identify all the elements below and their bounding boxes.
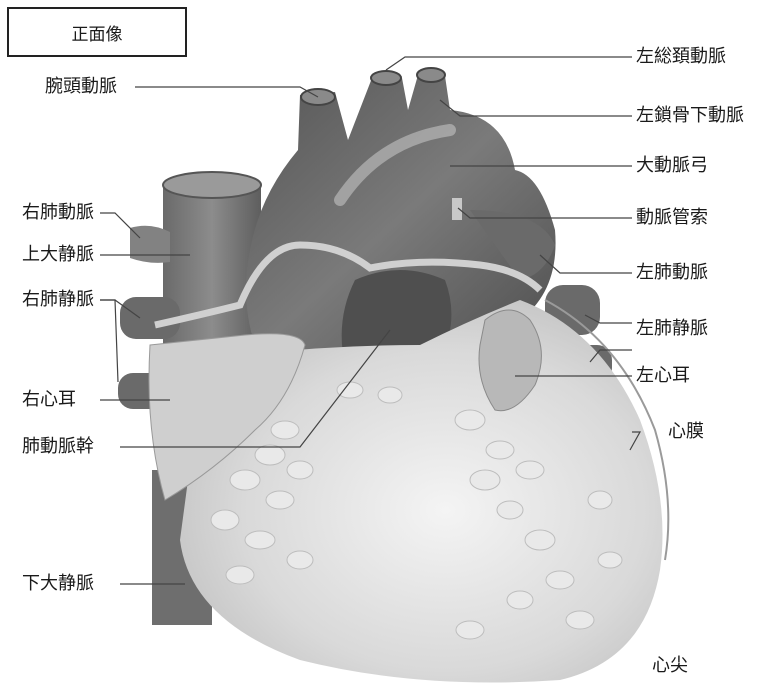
left-common-carotid-opening xyxy=(371,71,401,85)
left-subclavian-opening xyxy=(417,68,445,82)
label-left-auricle: 左心耳 xyxy=(636,365,690,387)
right-pulmonary-artery-shape xyxy=(130,226,170,263)
label-left-pulmonary-veins: 左肺静脈 xyxy=(636,318,708,340)
label-left-pulmonary-artery: 左肺動脈 xyxy=(636,262,708,284)
label-apex: 心尖 xyxy=(652,655,688,677)
label-inferior-vena-cava: 下大静脈 xyxy=(22,573,94,595)
label-superior-vena-cava: 上大静脈 xyxy=(22,244,94,266)
label-aortic-arch: 大動脈弓 xyxy=(636,155,708,177)
label-left-subclavian: 左鎖骨下動脈 xyxy=(636,105,744,127)
label-pulmonary-trunk: 肺動脈幹 xyxy=(22,436,94,458)
label-left-common-carotid: 左総頚動脈 xyxy=(636,46,726,68)
ligamentum-arteriosum-shape xyxy=(452,198,462,220)
label-right-pulmonary-veins: 右肺静脈 xyxy=(22,289,94,311)
label-right-auricle: 右心耳 xyxy=(22,389,76,411)
label-ligamentum-arteriosum: 動脈管索 xyxy=(636,207,708,229)
label-right-pulmonary-artery: 右肺動脈 xyxy=(22,202,94,224)
label-brachiocephalic-artery: 腕頭動脈 xyxy=(45,76,117,98)
label-pericardium: 心膜 xyxy=(668,421,704,443)
